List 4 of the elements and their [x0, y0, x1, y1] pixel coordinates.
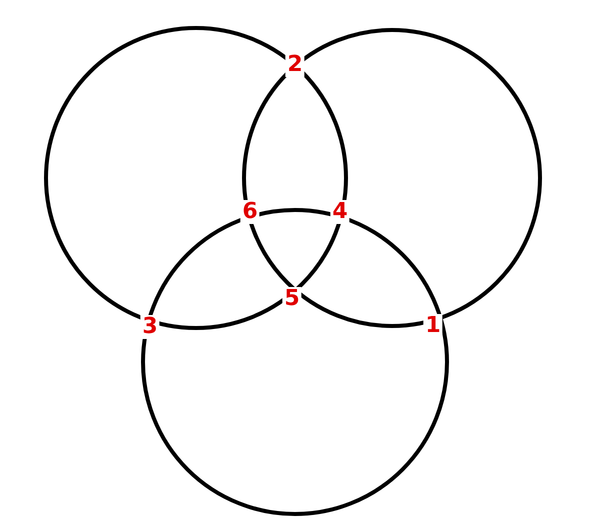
intersection-number: 6 [240, 200, 260, 224]
intersection-number: 3 [140, 315, 160, 339]
intersection-number: 4 [330, 200, 350, 224]
intersection-number: 2 [285, 53, 305, 77]
